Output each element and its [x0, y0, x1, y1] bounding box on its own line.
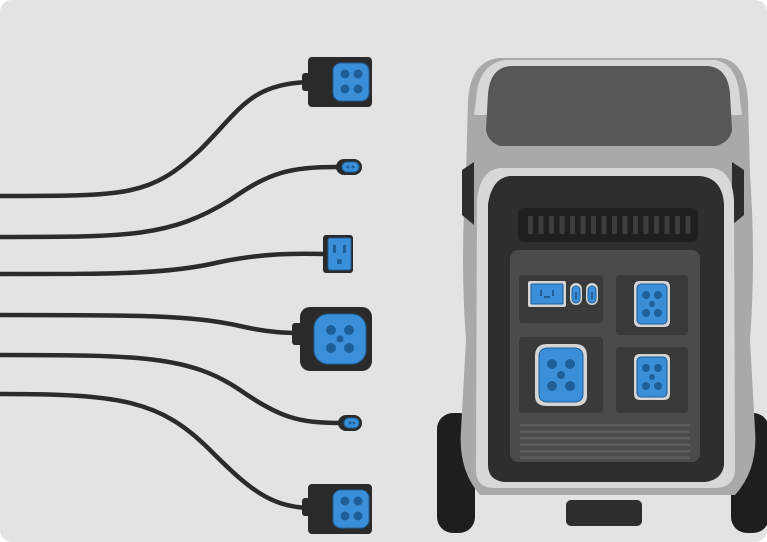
large-socket-port-pin: [547, 381, 557, 391]
bottom-grille: [520, 424, 690, 459]
cable-2: [0, 164, 341, 240]
plug-4-large-socket: [292, 307, 372, 371]
socket-port-pin: [654, 364, 662, 372]
usb-port-pin: [575, 292, 577, 299]
plug-4-pin: [326, 343, 336, 353]
plug-4-pin: [344, 325, 354, 335]
plug-6-pin: [340, 511, 350, 521]
ac-outlet-slot: [540, 290, 542, 296]
vent-slot: [612, 216, 617, 234]
grille-line: [520, 430, 690, 433]
vent-slots: [528, 216, 691, 234]
cable-1: [0, 79, 311, 199]
large-socket-port: [535, 344, 587, 406]
socket-port-pin: [642, 291, 650, 299]
socket-port-pin: [642, 309, 650, 317]
plug-4-pin: [344, 343, 354, 353]
grille-line: [520, 437, 690, 440]
vent-slot: [591, 216, 596, 234]
socket-port-pin: [654, 382, 662, 390]
vent-slot: [654, 216, 659, 234]
vent-slot: [559, 216, 565, 234]
vent-slot: [643, 216, 649, 234]
plug-2-small-round: [336, 159, 362, 175]
grille-line: [520, 456, 690, 459]
plug-2-tip: [341, 161, 360, 173]
ac-outlet-face: [530, 283, 564, 305]
grille-line: [520, 450, 690, 453]
plug-1-socket: [332, 62, 370, 102]
vent-slot: [633, 216, 638, 234]
vent-slot: [664, 216, 670, 234]
plug-3-ground: [337, 259, 342, 264]
right-side-grip: [732, 162, 744, 225]
socket-port-pin: [654, 309, 662, 317]
vent-slot: [675, 216, 680, 234]
vent-slot: [570, 216, 575, 234]
plug-5-pin: [348, 421, 352, 425]
ac-outlet: [528, 281, 566, 307]
usb-port: [586, 283, 598, 305]
bottom-foot: [566, 500, 642, 526]
large-socket-port-pin: [565, 381, 575, 391]
vent-slot: [685, 216, 691, 234]
large-socket-port-pin: [547, 359, 557, 369]
plug-5-pin: [352, 421, 356, 425]
plug-4-pin: [336, 335, 344, 343]
vent-area: [518, 208, 698, 242]
plug-6-socket: [332, 489, 370, 529]
vent-slot: [528, 216, 533, 234]
socket-port-pin: [654, 291, 662, 299]
plug-6-pin: [340, 496, 350, 506]
vent-slot: [538, 216, 544, 234]
plug-4-pin: [326, 325, 336, 335]
vent-slot: [622, 216, 628, 234]
plug-1-pin: [353, 69, 363, 79]
plug-6-pin: [353, 496, 363, 506]
plug-5-small-round: [338, 415, 362, 431]
grille-line: [520, 443, 690, 446]
plug-1-pin: [340, 84, 350, 94]
plug-1-large-socket: [302, 57, 372, 107]
usb-port-pin: [591, 292, 593, 299]
cable-3: [0, 251, 328, 277]
left-side-grip: [462, 162, 474, 225]
plug-3-rectangular-outlet: [323, 235, 353, 273]
ac-outlet-slot: [552, 290, 554, 296]
plug-2-pin: [346, 165, 350, 169]
usb-port: [570, 283, 582, 305]
socket-port: [634, 281, 670, 327]
socket-port-pin: [642, 382, 650, 390]
large-socket-port-pin: [557, 371, 565, 379]
ac-outlet-ground: [544, 296, 550, 298]
plug-1-pin: [353, 84, 363, 94]
large-socket-port-pin: [565, 359, 575, 369]
cable-5: [0, 352, 343, 426]
plug-3-slot: [333, 245, 336, 253]
cable-group: [0, 79, 343, 511]
vent-slot: [549, 216, 554, 234]
socket-port-pin: [649, 374, 655, 380]
vent-slot: [580, 216, 586, 234]
cable-6: [0, 391, 311, 511]
grille-line: [520, 424, 690, 427]
plug-3-socket: [327, 237, 352, 271]
plug-6-large-socket: [302, 484, 372, 534]
power-station: [437, 58, 767, 533]
plug-6-pin: [353, 511, 363, 521]
socket-port-pin: [642, 364, 650, 372]
cable-4: [0, 312, 303, 336]
socket-port-pin: [649, 301, 655, 307]
socket-port: [634, 354, 670, 400]
plug-2-pin: [351, 165, 355, 169]
plug-3-slot: [343, 245, 346, 253]
top-lid: [486, 66, 732, 146]
plug-1-pin: [340, 69, 350, 79]
vent-slot: [601, 216, 607, 234]
